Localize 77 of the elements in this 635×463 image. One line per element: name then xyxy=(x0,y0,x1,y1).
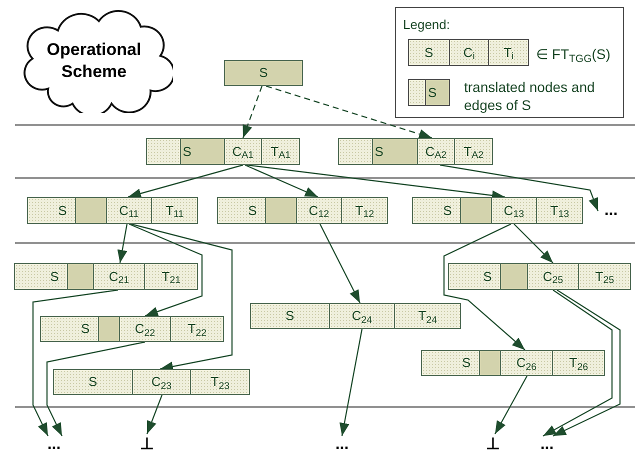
graph-cell: S xyxy=(28,198,75,223)
triple-graph-box xyxy=(53,369,250,395)
graph-cell: T$_{13}$ xyxy=(536,198,582,223)
triple-graph-box xyxy=(27,197,198,224)
translated-cell: S xyxy=(225,61,302,85)
graph-cell: S xyxy=(15,264,67,289)
graph-cell: T$_{21}$ xyxy=(144,264,198,289)
arrow xyxy=(32,289,118,436)
bottom-symbol: ⊥ xyxy=(136,434,158,456)
triple-graph-box xyxy=(448,263,631,290)
arrow xyxy=(128,223,203,317)
graph-cell: T$_{22}$ xyxy=(170,317,224,341)
graph-cell: T$_{12}$ xyxy=(341,198,387,223)
graph-cell: C$_{12}$ xyxy=(296,198,342,223)
legend-title: Legend: xyxy=(403,16,450,34)
arrow xyxy=(494,376,528,434)
triple-graph-box xyxy=(421,350,605,376)
triple-graph-box xyxy=(146,138,300,165)
graph-cell: S xyxy=(413,198,460,223)
graph-cell: C$_{11}$ xyxy=(106,198,152,223)
arrow xyxy=(552,290,621,437)
arrow xyxy=(244,164,318,198)
graph-cell: S xyxy=(251,304,329,328)
arrow xyxy=(319,224,361,304)
legend-sample-cell: C$_{i}$ xyxy=(448,40,488,65)
arrow xyxy=(440,164,599,212)
arrow xyxy=(542,290,613,437)
arrow xyxy=(46,341,146,436)
translated-cell: S xyxy=(372,139,416,164)
arrow xyxy=(117,224,128,264)
graph-cell: T$_{A2}$ xyxy=(454,139,492,164)
graph-cell: C$_{24}$ xyxy=(328,304,394,328)
graph-cell: T$_{26}$ xyxy=(552,351,604,375)
graph-cell: C$_{A1}$ xyxy=(224,139,262,164)
graph-cell: T$_{24}$ xyxy=(394,304,460,328)
arrow xyxy=(266,85,432,139)
arrow xyxy=(130,223,233,372)
triple-graph-box xyxy=(250,303,461,329)
arrow xyxy=(128,164,244,198)
graph-cell: C$_{A2}$ xyxy=(416,139,454,164)
graph-cell: T$_{A1}$ xyxy=(261,139,299,164)
graph-cell: S xyxy=(54,370,132,394)
arrow xyxy=(443,223,526,350)
legend-sample-cell: S xyxy=(409,40,449,65)
triple-graph-box xyxy=(338,138,493,165)
graph-cell: S xyxy=(449,264,500,289)
graph-cell: S xyxy=(218,198,265,223)
graph-cell: C$_{21}$ xyxy=(92,264,144,289)
graph-cell: C$_{13}$ xyxy=(490,198,536,223)
graph-cell: C$_{23}$ xyxy=(132,370,190,394)
triple-graph-box xyxy=(14,263,198,290)
triple-graph-box xyxy=(217,197,388,224)
ellipsis-text: ... xyxy=(40,436,68,454)
bottom-symbol: ⊥ xyxy=(482,434,504,456)
legend-sample: S xyxy=(408,79,450,106)
graph-cell: T$_{11}$ xyxy=(151,198,197,223)
legend-text: translated nodes and edges of S xyxy=(464,78,596,114)
cloud-label: Operational Scheme xyxy=(46,38,142,82)
legend-sample-cell: T$_{i}$ xyxy=(488,40,528,65)
graph-cell: T$_{23}$ xyxy=(190,370,249,394)
triple-graph-box xyxy=(40,316,224,342)
graph-cell: C$_{25}$ xyxy=(526,264,578,289)
ellipsis-text: ... xyxy=(328,436,356,454)
ellipsis-text: ... xyxy=(533,436,561,454)
graph-cell: C$_{22}$ xyxy=(118,317,170,341)
graph-cell: S xyxy=(422,351,479,375)
triple-graph-box xyxy=(412,197,583,224)
translated-cell: S xyxy=(180,139,224,164)
graph-cell: C$_{26}$ xyxy=(500,351,552,375)
graph-cell: S xyxy=(41,317,98,341)
arrow xyxy=(339,328,363,436)
arrow xyxy=(146,394,163,434)
arrow xyxy=(242,86,263,138)
legend-text: ∈ FT$_{TGG}$(S) xyxy=(536,45,610,65)
graph-cell: T$_{25}$ xyxy=(578,264,630,289)
arrow xyxy=(514,224,554,264)
ellipsis-text: ... xyxy=(598,202,624,220)
